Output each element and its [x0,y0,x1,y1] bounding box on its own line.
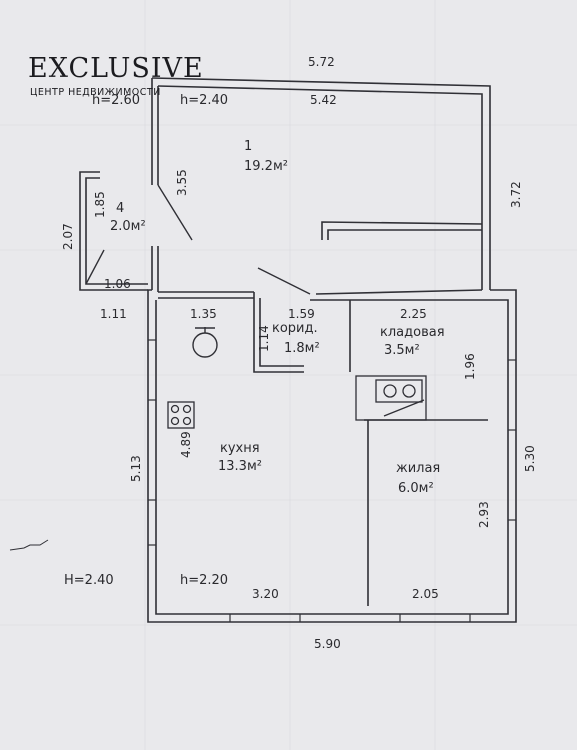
room4-area: 2.0м² [110,219,146,234]
dim-storage-top: 2.25 [400,307,427,321]
height-bottom-left: H=2.40 [64,573,114,588]
storage-name: кладовая [380,325,445,340]
room4-number: 4 [116,201,124,216]
dim-kitchen-left-inner: 4.89 [179,431,193,458]
dim-bottom-total: 5.90 [314,637,341,651]
room4-walls [79,171,148,291]
dim-living-bottom: 2.05 [412,587,439,601]
kitchen-area: 13.3м² [218,459,262,474]
height-top-left: h=2.60 [92,93,140,108]
watermark-title: EXCLUSIVE [28,53,204,84]
dim-corridor-top: 1.59 [288,307,315,321]
dim-top-inner: 5.42 [310,93,337,107]
dim-room4-bottom: 1.06 [104,277,131,291]
boiler-icon [192,327,218,358]
watermark-subtitle: ЦЕНТР НЕДВИЖИМОСТИ [30,87,161,98]
door-living [383,399,425,417]
right-wall-lower-inner [155,299,509,615]
room1-internal-wall [321,221,483,240]
storage-area: 3.5м² [384,343,420,358]
dim-left-stub: 1.11 [100,307,127,321]
dim-kitchen-bottom: 3.20 [252,587,279,601]
stove-icon [167,401,195,429]
dim-right-lower: 5.30 [523,445,537,472]
partition-right-upper [315,289,483,295]
dim-room1-left: 3.55 [175,169,189,196]
door-corridor [257,267,311,295]
dim-kitchen-top: 1.35 [190,307,217,321]
dim-kitchen-left-outer: 5.13 [129,455,143,482]
dim-room4-inner: 1.85 [93,191,107,218]
living-name: жилая [396,461,440,476]
room4-walls-inner [85,177,148,285]
dim-top-outer: 5.72 [308,55,335,69]
dim-room4-outer: 2.07 [61,223,75,250]
dim-right-upper: 3.72 [509,181,523,208]
corridor-name: корид. [272,321,318,336]
kitchen-name: кухня [220,441,260,456]
dim-living-right: 2.93 [477,501,491,528]
scribble-mark [9,539,49,551]
top-wall-outer [151,77,491,290]
window-marks [148,339,516,622]
room1-area: 19.2м² [244,159,288,174]
door-room4 [85,249,105,285]
room1-number: 1 [244,139,252,154]
watermark-logo: EXCLUSIVE ЦЕНТР НЕДВИЖИМОСТИ [28,53,204,98]
corridor-wall [253,292,304,373]
height-kitchen: h=2.20 [180,573,228,588]
walls [79,77,517,623]
dim-storage-right: 1.96 [463,353,477,380]
room1-internal-wall-inner [327,229,482,240]
height-top-mid: h=2.40 [180,93,228,108]
corridor-area: 1.8м² [284,341,320,356]
door-room1 [157,184,193,241]
storage-stove-icon [355,375,427,421]
top-wall-inner [157,85,483,290]
dim-corridor-height: 1.14 [257,325,271,352]
corridor-wall-inner [259,298,304,367]
living-area: 6.0м² [398,481,434,496]
right-wall-lower [147,289,517,623]
